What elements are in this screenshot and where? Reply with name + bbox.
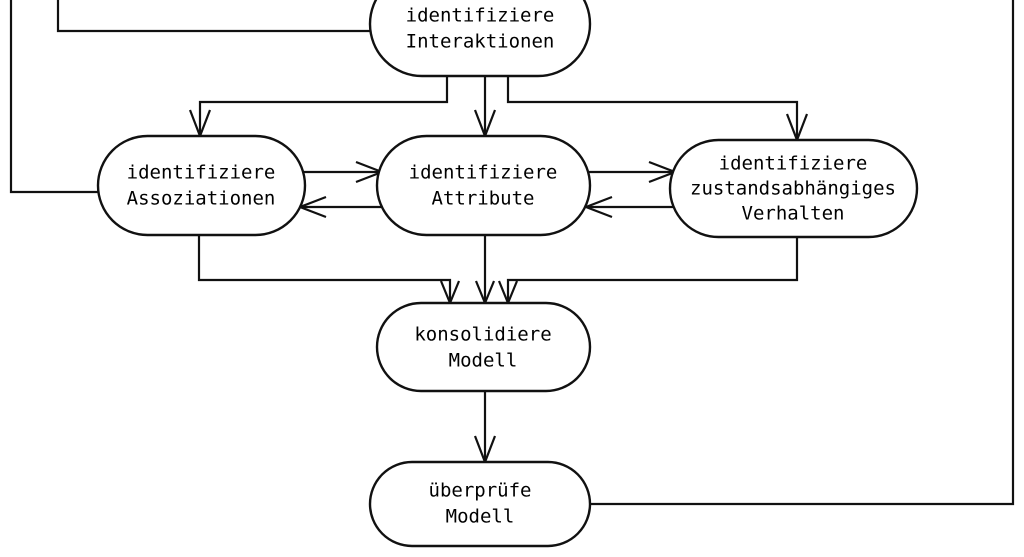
edge-layer: [9, 0, 1015, 506]
edge-attribute-to-verhalten: [586, 160, 679, 184]
node-label-interaktionen-line2: Interaktionen: [406, 31, 555, 53]
node-label-attribute-line2: Attribute: [432, 188, 535, 210]
node-layer: identifiziere Interaktionen identifizier…: [96, 0, 919, 548]
edge-verhalten-to-konsolidiere: [497, 236, 799, 306]
node-label-konsolidiere-line1: konsolidiere: [414, 324, 551, 346]
node-konsolidiere-modell[interactable]: konsolidiere Modell: [375, 301, 592, 393]
edge-verhalten-to-attribute: [582, 195, 675, 219]
edge-assoziationen-feedback-left: [9, 0, 98, 194]
node-shape-ueberpruefe: [368, 460, 592, 548]
node-shape-konsolidiere: [375, 301, 592, 393]
node-shape-interaktionen: [368, 0, 592, 78]
node-label-attribute-line1: identifiziere: [409, 162, 558, 184]
node-label-verhalten-line1: identifiziere: [719, 153, 868, 175]
edge-konsolidiere-to-ueberpruefe: [473, 391, 497, 466]
node-identifiziere-attribute[interactable]: identifiziere Attribute: [375, 134, 592, 237]
edge-interaktionen-feedback-left: [56, 0, 372, 33]
edge-interaktionen-to-verhalten: [506, 76, 809, 144]
edge-interaktionen-to-attribute: [473, 76, 497, 140]
node-label-assoziationen-line1: identifiziere: [127, 162, 276, 184]
node-shape-attribute: [375, 134, 592, 237]
node-label-interaktionen-line1: identifiziere: [406, 5, 555, 27]
node-ueberpruefe-modell[interactable]: überprüfe Modell: [368, 460, 592, 548]
node-label-verhalten-line3: Verhalten: [742, 203, 845, 225]
node-label-ueberpruefe-line1: überprüfe: [429, 480, 532, 502]
node-shape-verhalten: [668, 138, 919, 239]
node-label-verhalten-line2: zustandsabhängiges: [690, 178, 896, 200]
edge-interaktionen-to-assoziationen: [188, 76, 449, 140]
node-shape-assoziationen: [96, 134, 307, 237]
node-label-konsolidiere-line2: Modell: [449, 350, 518, 372]
edge-assoziationen-to-attribute: [300, 160, 386, 184]
node-identifiziere-interaktionen[interactable]: identifiziere Interaktionen: [368, 0, 592, 78]
node-label-ueberpruefe-line2: Modell: [446, 506, 515, 528]
node-label-assoziationen-line2: Assoziationen: [127, 188, 276, 210]
edge-ueberpruefe-feedback-right: [588, 0, 1015, 506]
node-identifiziere-assoziationen[interactable]: identifiziere Assoziationen: [96, 134, 307, 237]
edge-assoziationen-to-konsolidiere: [197, 234, 461, 306]
edge-attribute-to-konsolidiere: [474, 234, 496, 306]
node-identifiziere-zustandsabhaengiges-verhalten[interactable]: identifiziere zustandsabhängiges Verhalt…: [668, 138, 919, 239]
edge-attribute-to-assoziationen: [296, 195, 382, 219]
